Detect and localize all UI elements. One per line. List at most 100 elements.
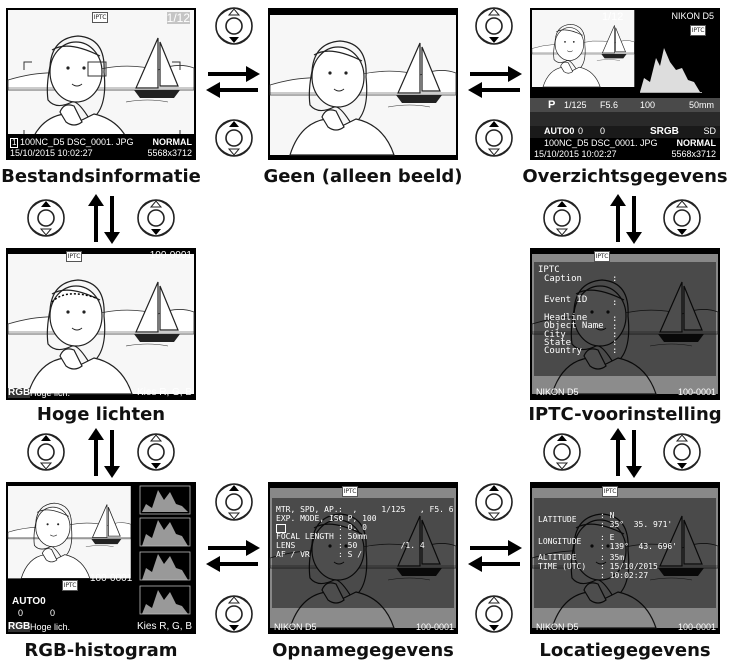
iptc-field: Caption xyxy=(544,274,582,284)
time-value-date: : 15/10/2015 xyxy=(600,562,658,571)
horizontal-swap-arrows-icon xyxy=(206,540,260,572)
screen-location: IPTC LATITUDE : N : 35° 35. 971' LONGITU… xyxy=(530,482,720,634)
multi-selector-down-icon xyxy=(214,592,254,636)
quality: NORMAL xyxy=(152,137,193,147)
iptc-field: Event ID xyxy=(544,295,588,305)
screen-overview: 1/12 NIKON D5 IPTC P 1/125 F5.6 100 50mm… xyxy=(530,8,720,160)
shooting-label: FOCAL LENGTH xyxy=(276,532,334,541)
mode: P xyxy=(548,99,556,111)
vertical-swap-arrows-icon xyxy=(610,194,642,244)
latitude-value-2: : 35° 35. 971' xyxy=(600,520,673,529)
file-line: 100NC_D5 DSC_0001. JPG xyxy=(20,137,134,147)
frame-count: 1/12 xyxy=(166,11,190,25)
iptc-field: Headline xyxy=(544,313,588,323)
iptc-field: Country xyxy=(544,346,582,356)
iptc-colons: : : : : : : : xyxy=(612,274,618,356)
multi-selector-up-icon xyxy=(474,480,514,524)
caption-location: Locatiegegevens xyxy=(539,640,711,661)
camera-name: NIKON D5 xyxy=(274,622,317,632)
screen-file-info: IPTC 1/12 1 100NC_D5 DSC_0001. JPG 15/10… xyxy=(6,8,196,160)
longitude-value-1: : E xyxy=(600,533,615,542)
caption-rgb-histogram: RGB-histogram xyxy=(24,640,178,661)
screen-shooting-data: IPTC MTR, SPD, AP. : , 1/125 , F5. 6 EXP… xyxy=(268,482,458,634)
multi-selector-up-icon xyxy=(542,196,582,240)
latitude-label: LATITUDE xyxy=(538,515,577,524)
caption-iptc: IPTC-voorinstelling xyxy=(528,404,722,425)
quality: NORMAL xyxy=(676,138,717,148)
wb-adjust-1: 0 xyxy=(18,608,24,618)
shooting-value: : 50mm xyxy=(338,532,367,541)
multi-selector-up-icon xyxy=(474,116,514,160)
shooting-label: EXP. MODE, ISO xyxy=(276,514,344,523)
color-space: SRGB xyxy=(650,126,679,137)
multi-selector-down-icon xyxy=(136,430,176,474)
shooting-value: : P, 100 xyxy=(338,514,377,523)
altitude-label: ALTITUDE xyxy=(538,553,577,562)
iso: 100 xyxy=(640,100,656,110)
shooting-value: : S / xyxy=(338,550,363,559)
multi-selector-down-icon xyxy=(474,4,514,48)
image-size: 5568x3712 xyxy=(147,148,192,158)
exposure-comp-icon xyxy=(276,524,286,533)
aperture: F5.6 xyxy=(600,100,619,110)
frame-number: 100-0001 xyxy=(149,250,192,261)
photo-dimmed xyxy=(268,482,458,634)
multi-selector-up-icon xyxy=(26,196,66,240)
wb-adjust-2: 0 xyxy=(600,126,606,136)
latitude-value-1: : N xyxy=(600,511,615,520)
picture-control: SD xyxy=(703,126,716,136)
screen-iptc: IPTC IPTC Caption Event ID Headline Obje… xyxy=(530,248,720,400)
iptc-field: Object Name xyxy=(544,321,604,331)
channel-label: RGB xyxy=(8,621,31,632)
shooting-value: : , 1/125 , F5. 6 xyxy=(338,505,454,514)
frame-number: 100-0001 xyxy=(677,622,716,632)
multi-selector-down-icon xyxy=(214,4,254,48)
multi-selector-up-icon xyxy=(26,430,66,474)
iptc-badge: IPTC xyxy=(690,25,706,36)
time-value-clock: : 10:02:27 xyxy=(600,571,649,580)
multi-selector-up-icon xyxy=(214,480,254,524)
caption-file-info: Bestandsinformatie xyxy=(1,166,201,187)
caption-overview: Overzichtsgegevens xyxy=(522,166,728,187)
datetime: 15/10/2015 10:02:27 xyxy=(534,149,617,159)
wb-adjust-1: 0 xyxy=(578,126,584,136)
horizontal-swap-arrows-icon xyxy=(206,66,260,98)
multi-selector-down-icon xyxy=(662,430,702,474)
vertical-swap-arrows-icon xyxy=(88,428,120,478)
camera-name: NIKON D5 xyxy=(671,11,714,21)
shooting-value: : 0. 0 xyxy=(338,523,367,532)
choose-channel-hint: Kies R, G, B xyxy=(136,621,192,632)
frame-number: 100-0001 xyxy=(415,622,454,632)
iptc-badge: IPTC xyxy=(342,486,358,497)
overview-graphics xyxy=(530,9,720,138)
choose-channel-hint: Kies R, G, B xyxy=(136,387,192,398)
channel-label: RGB xyxy=(8,387,31,398)
highlights-label: Hoge lich. xyxy=(30,622,71,632)
shooting-label: MTR, SPD, AP. xyxy=(276,505,339,514)
histogram-shape xyxy=(640,48,700,92)
shooting-value: : 50 /1. 4 xyxy=(338,541,425,550)
iptc-badge: IPTC xyxy=(66,251,82,262)
camera-name: NIKON D5 xyxy=(536,387,579,397)
horizontal-swap-arrows-icon xyxy=(468,540,522,572)
highlights-label: Hoge lich. xyxy=(30,388,71,398)
multi-selector-down-icon xyxy=(136,196,176,240)
longitude-value-2: : 139° 43. 696' xyxy=(600,542,678,551)
multi-selector-up-icon xyxy=(542,430,582,474)
rgb-histogram-graphics xyxy=(6,482,196,634)
iptc-badge: IPTC xyxy=(62,580,78,591)
white-balance: AUTO0 xyxy=(544,126,575,136)
frame-number: 100-0001 xyxy=(677,387,716,397)
image-size: 5568x3712 xyxy=(671,149,716,159)
multi-selector-down-icon xyxy=(474,592,514,636)
caption-shooting-data: Opnamegegevens xyxy=(272,640,454,661)
shooting-label: LENS xyxy=(276,541,296,550)
iptc-title: IPTC xyxy=(538,265,560,275)
iptc-badge: IPTC xyxy=(594,251,610,262)
multi-selector-up-icon xyxy=(214,116,254,160)
iptc-badge: IPTC xyxy=(92,12,108,23)
vertical-swap-arrows-icon xyxy=(610,428,642,478)
focal-length: 50mm xyxy=(688,100,714,110)
altitude-value: : 35m xyxy=(600,553,625,562)
caption-highlights: Hoge lichten xyxy=(36,404,166,425)
